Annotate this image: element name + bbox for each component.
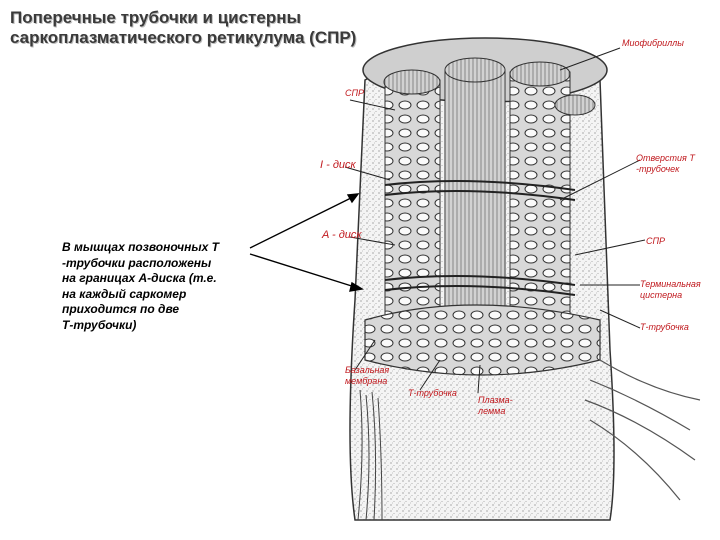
vertebrate-note: В мышцах позвоночных Т -трубочки располо…: [62, 240, 272, 333]
title-line-2: саркоплазматического ретикулума (СПР): [10, 28, 357, 47]
cross-section-floor: [364, 304, 601, 376]
pointer-lines: [344, 47, 646, 394]
label-spr-top: СПР: [345, 88, 365, 98]
basal-membrane-fibers: [357, 389, 383, 521]
label-spr-right: СПР: [646, 236, 666, 246]
label-basal-line-2: мембрана: [345, 376, 388, 386]
label-basal-membrane: Базальная мембрана: [345, 365, 389, 387]
label-plasma-line-2: лемма: [478, 406, 506, 416]
t-tubule-bands: [384, 180, 576, 296]
label-terminal-cistern: Терминальная цистерна: [640, 279, 701, 301]
title-line-1: Поперечные трубочки и цистерны: [10, 8, 302, 27]
label-plasmalemma: Плазма- лемма: [478, 395, 513, 417]
label-t-openings-line-1: Отверстия Т: [636, 153, 695, 163]
note-line-4: на каждый саркомер: [62, 286, 187, 301]
label-t-tube-bottom: Т-трубочка: [408, 388, 457, 398]
label-t-tube-right: Т-трубочка: [640, 322, 689, 332]
label-i-disk: I - диск: [320, 159, 356, 171]
label-basal-line-1: Базальная: [345, 365, 390, 375]
label-terminal-line-1: Терминальная: [640, 279, 701, 289]
collagen-fibers: [584, 359, 701, 501]
label-myofibrils: Миофибриллы: [622, 38, 684, 48]
page-title: Поперечные трубочки и цистерны саркоплаз…: [10, 8, 430, 48]
note-line-1: В мышцах позвоночных Т: [62, 240, 219, 254]
label-plasma-line-1: Плазма-: [478, 395, 513, 405]
note-line-2: -трубочки расположены: [62, 255, 212, 270]
note-line-5: приходится по две: [62, 302, 180, 316]
myofibril-bundles: [383, 57, 596, 331]
label-t-openings: Отверстия Т -трубочек: [636, 153, 695, 175]
label-terminal-line-2: цистерна: [640, 290, 683, 300]
note-line-3: на границах А-диска (т.е.: [62, 271, 217, 285]
label-a-disk: A - диск: [322, 229, 362, 241]
label-t-openings-line-2: -трубочек: [636, 164, 680, 174]
note-line-6: Т-трубочки): [62, 317, 137, 332]
note-arrows: [249, 193, 364, 292]
